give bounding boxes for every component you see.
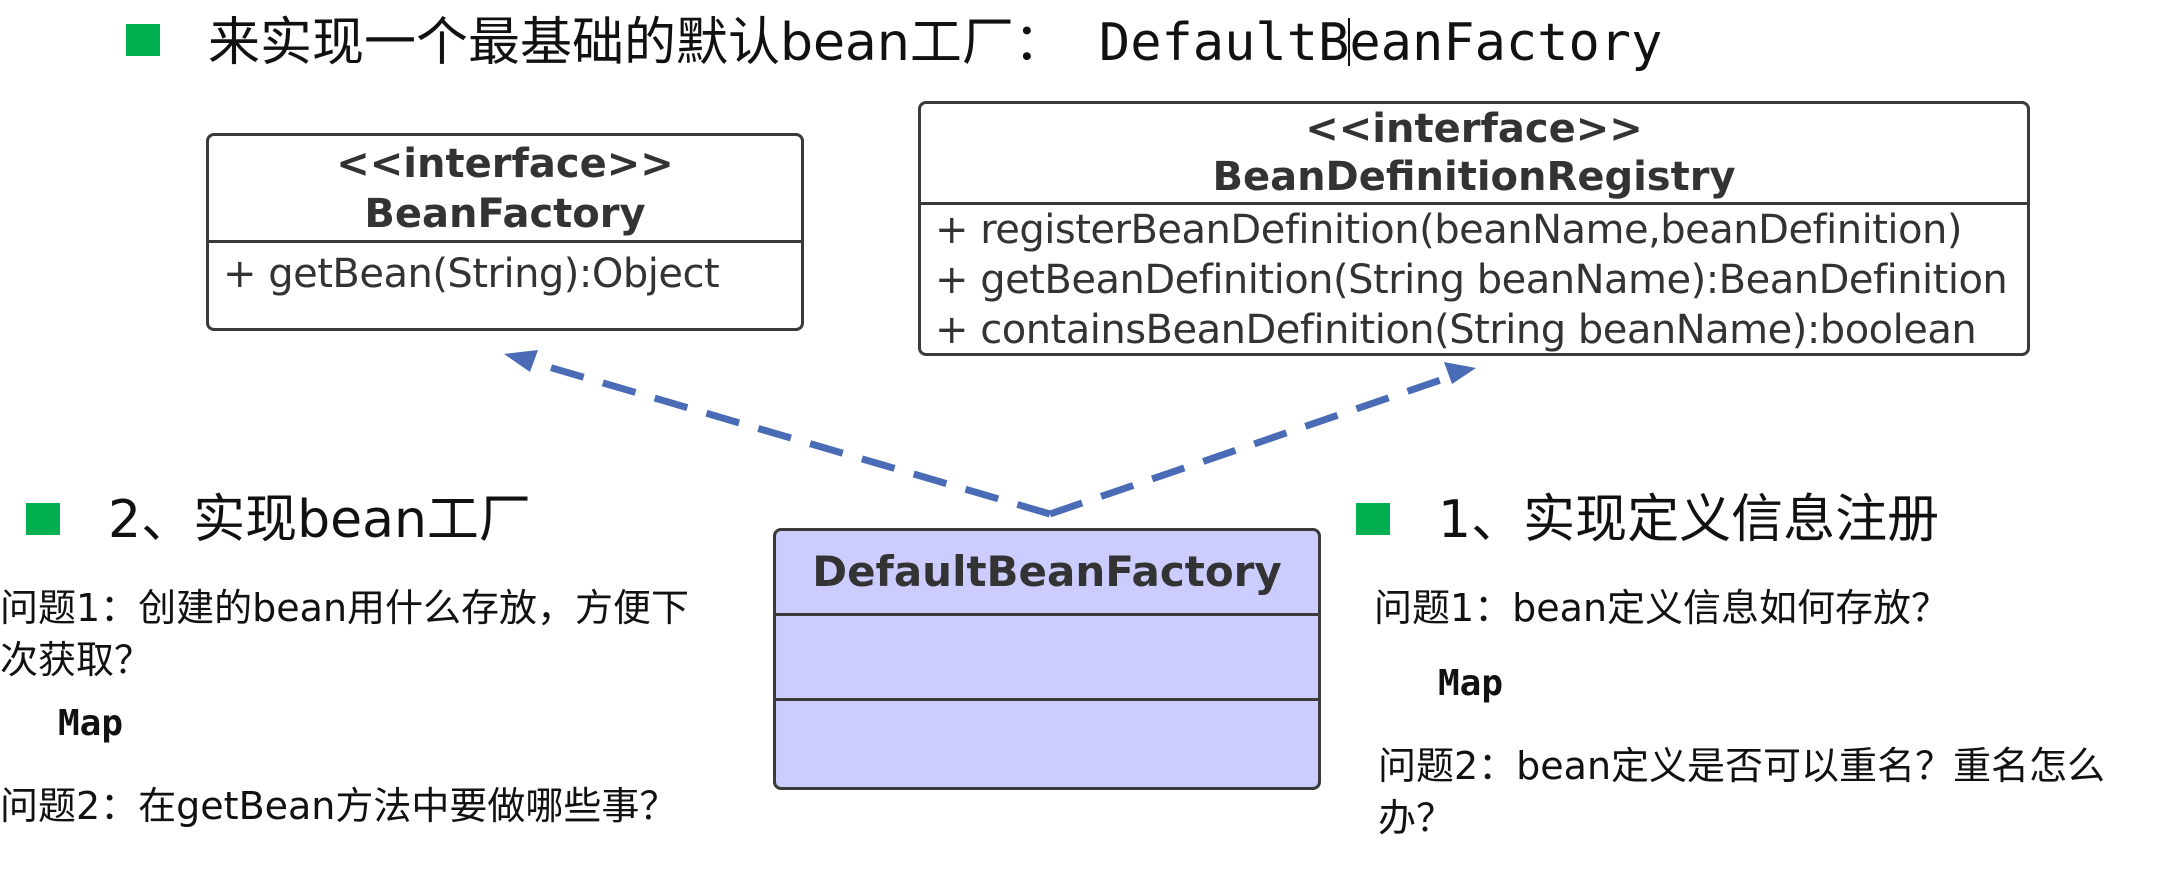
right-heading: 1、实现定义信息注册 bbox=[1438, 490, 1940, 550]
registry-interface: <<interface>> BeanDefinitionRegistry + r… bbox=[918, 101, 2030, 356]
title-code-part-a: DefaultB bbox=[1098, 13, 1350, 73]
title-prefix: 来实现一个最基础的默认bean工厂： bbox=[208, 13, 1066, 73]
text-caret-icon bbox=[1348, 18, 1351, 66]
right-map: Map bbox=[1438, 663, 1504, 704]
bean-factory-ops: + getBean(String):Object bbox=[209, 243, 801, 299]
registry-op: + registerBeanDefinition(beanName,beanDe… bbox=[935, 207, 1962, 253]
right-question-1: 问题1：bean定义信息如何存放？ bbox=[1374, 586, 1950, 630]
left-question-1: 问题1：创建的bean用什么存放，方便下次获取？ bbox=[0, 586, 690, 682]
registry-stereotype: <<interface>> bbox=[1305, 106, 1643, 152]
bean-factory-stereotype: <<interface>> bbox=[336, 141, 674, 187]
default-bean-factory-attributes bbox=[776, 616, 1318, 701]
left-heading: 2、实现bean工厂 bbox=[108, 490, 531, 550]
page-title: 来实现一个最基础的默认bean工厂： DefaultBeanFactory bbox=[208, 8, 1662, 78]
registry-op: + getBeanDefinition(String beanName):Bea… bbox=[935, 257, 2008, 303]
bean-factory-interface: <<interface>> BeanFactory + getBean(Stri… bbox=[206, 133, 804, 331]
bean-factory-header: <<interface>> BeanFactory bbox=[209, 136, 801, 243]
left-bullet-icon bbox=[26, 503, 60, 535]
right-question-2: 问题2：bean定义是否可以重名？重名怎么办？ bbox=[1378, 744, 2106, 840]
registry-name: BeanDefinitionRegistry bbox=[1212, 154, 1736, 200]
bean-factory-op: + getBean(String):Object bbox=[223, 251, 720, 297]
registry-ops: + registerBeanDefinition(beanName,beanDe… bbox=[921, 205, 2027, 355]
title-bullet-icon bbox=[126, 24, 160, 56]
left-question-2: 问题2：在getBean方法中要做哪些事？ bbox=[0, 784, 678, 828]
left-map: Map bbox=[58, 703, 124, 744]
default-bean-factory-class: DefaultBeanFactory bbox=[773, 528, 1321, 790]
right-bullet-icon bbox=[1356, 503, 1390, 535]
arrowhead-registry-icon bbox=[1444, 362, 1476, 384]
registry-header: <<interface>> BeanDefinitionRegistry bbox=[921, 104, 2027, 205]
arrow-to-registry bbox=[1048, 370, 1460, 518]
title-code-part-b: eanFactory bbox=[1349, 13, 1663, 73]
arrow-to-bean-factory bbox=[517, 354, 1051, 518]
default-bean-factory-operations bbox=[776, 701, 1318, 783]
default-bean-factory-name: DefaultBeanFactory bbox=[776, 531, 1318, 616]
registry-op: + containsBeanDefinition(String beanName… bbox=[935, 307, 1977, 353]
title-code: DefaultBeanFactory bbox=[1099, 13, 1663, 73]
bean-factory-name: BeanFactory bbox=[364, 191, 646, 237]
arrowhead-bean-factory-icon bbox=[504, 350, 538, 372]
